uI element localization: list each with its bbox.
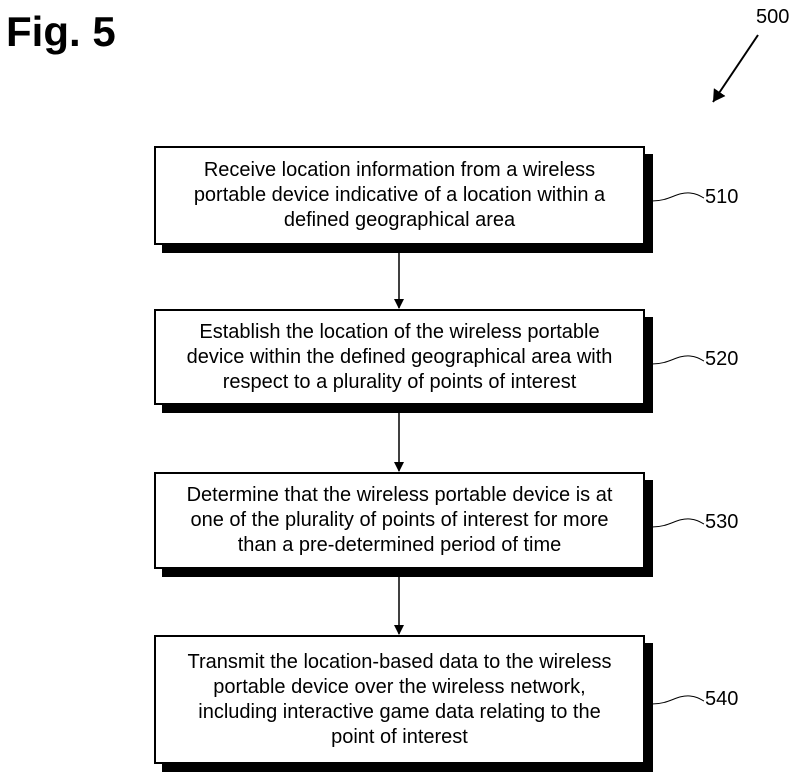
step-box-530: Determine that the wireless portable dev… <box>154 472 645 569</box>
leader-line-520 <box>651 355 705 365</box>
step-text-540: Transmit the location-based data to the … <box>187 650 612 748</box>
leader-line-540 <box>651 695 705 705</box>
step-box-510: Receive location information from a wire… <box>154 146 645 245</box>
figure-reference-number: 500 <box>756 6 790 28</box>
step-ref-540: 540 <box>705 688 739 710</box>
leader-line-530 <box>651 518 705 528</box>
step-text-520: Establish the location of the wireless p… <box>186 320 613 393</box>
figure-title: Fig. 5 <box>6 8 116 55</box>
leader-line-510 <box>651 192 705 202</box>
step-text-510: Receive location information from a wire… <box>193 159 606 231</box>
step-box-520: Establish the location of the wireless p… <box>154 309 645 405</box>
step-ref-510: 510 <box>705 186 739 208</box>
step-box-540: Transmit the location-based data to the … <box>154 635 645 764</box>
step-text-530: Determine that the wireless portable dev… <box>186 484 613 556</box>
figure-reference-arrow <box>712 34 759 103</box>
step-ref-530: 530 <box>705 511 739 533</box>
step-ref-520: 520 <box>705 348 739 370</box>
